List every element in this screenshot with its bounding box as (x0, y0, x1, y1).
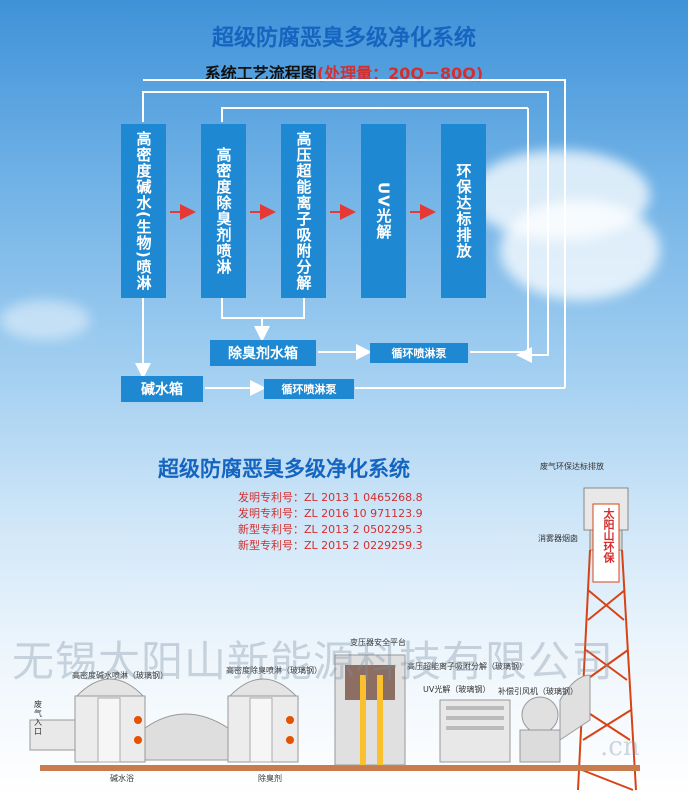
process-box-ion-adsorption: 高压超能离子吸附分解 (281, 124, 326, 298)
label-alkali-tower: 高密度碱水喷淋（玻璃钢） (72, 671, 168, 680)
process-box-alkali-spray: 高密度碱水(生物)喷淋 (121, 124, 166, 298)
patent-1: 发明专利号：ZL 2013 1 0465268.8 (238, 491, 423, 504)
label-deodor-pool: 除臭剂 (258, 774, 282, 783)
circulation-pump-2: 循环喷淋泵 (264, 379, 354, 399)
patent-2: 发明专利号：ZL 2016 10 971123.9 (238, 507, 423, 520)
label-fan: 补偿引风机（玻璃钢） (498, 687, 578, 696)
label-alkali-pool: 碱水浴 (110, 774, 134, 783)
cloud (0, 300, 90, 340)
label-chimney: 消雾器烟囱 (538, 534, 578, 543)
process-box-deodorant-spray: 高密度除臭剂喷淋 (201, 124, 246, 298)
label-ion: 高压超能离子吸附分解（玻璃钢） (407, 662, 527, 671)
chimney-brand: 太阳山环保 (602, 508, 615, 563)
process-box-discharge: 环保达标排放 (441, 124, 486, 298)
label-uv: UV光解（玻璃钢） (423, 685, 491, 694)
subtitle-prefix: 系统工艺流程图 (204, 64, 317, 83)
subtitle-capacity: (处理量：20Q－80Q) (316, 64, 484, 83)
flow-subtitle: 系统工艺流程图(处理量：20Q－80Q) (0, 60, 688, 84)
label-platform: 变压器安全平台 (350, 638, 406, 647)
flow-lines (135, 204, 532, 396)
alkali-tank: 碱水箱 (121, 376, 203, 402)
page-title: 超级防腐恶臭多级净化系统 (211, 26, 476, 51)
cloud (500, 200, 660, 300)
patent-4: 新型专利号：ZL 2015 2 0229259.3 (238, 539, 423, 552)
watermark-url: .cn (600, 732, 640, 762)
label-exhaust: 废气环保达标排放 (540, 462, 604, 471)
watermark: 无锡太阳山新能源科技有限公司 (12, 637, 615, 686)
circulation-pump-1: 循环喷淋泵 (370, 343, 468, 363)
equipment-drawing (29, 487, 640, 791)
label-inlet: 废气入口 (34, 700, 42, 736)
label-deodor-tower: 高密度除臭喷淋（玻璃钢） (226, 666, 322, 675)
patent-3: 新型专利号：ZL 2013 2 0502295.3 (238, 523, 423, 536)
process-box-uv: UV光解 (361, 124, 406, 298)
deodorant-tank: 除臭剂水箱 (210, 340, 316, 366)
equipment-title: 超级防腐恶臭多级净化系统 (158, 457, 410, 481)
